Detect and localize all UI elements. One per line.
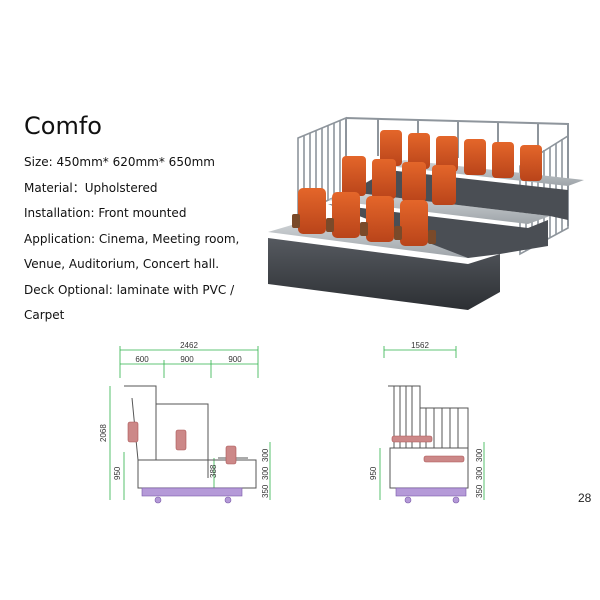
dim-lower-height: 950 — [113, 466, 122, 480]
front-mechanism — [395, 487, 467, 504]
spec-size: Size: 450mm* 620mm* 650mm — [24, 155, 215, 169]
dim-step-height: 388 — [209, 464, 218, 478]
dim-tier-2: 300 — [261, 466, 270, 480]
side-frame-outline — [124, 385, 257, 489]
dim-row1-width: 600 — [135, 355, 149, 364]
seat-row-upper — [380, 130, 542, 181]
front-frame-outline — [388, 385, 469, 489]
product-title: Comfo — [24, 112, 102, 140]
dim-total-height: 2068 — [99, 424, 108, 442]
dim-tier-3: 350 — [261, 484, 270, 498]
seat-row-lower — [298, 188, 428, 246]
spec-deck: Deck Optional: laminate with PVC / — [24, 282, 235, 297]
side-section-drawing: 2462 600 900 900 2068 950 388 300 300 35… — [99, 341, 271, 504]
spec-material: Material：Upholstered — [24, 180, 158, 195]
spec-application: Application: Cinema, Meeting room, — [24, 231, 240, 246]
spec-installation: Installation: Front mounted — [24, 206, 187, 220]
front-seat-silhouettes — [391, 435, 465, 463]
front-section-drawing: 1562 950 300 300 350 — [369, 341, 485, 504]
dim-tier-1: 300 — [261, 448, 270, 462]
armrests — [292, 214, 436, 244]
seating-product-image — [268, 116, 584, 310]
dim-total-width: 2462 — [180, 341, 198, 350]
page-number: 28 — [578, 491, 592, 505]
spec-list: Size: 450mm* 620mm* 650mm Material：Uphol… — [24, 150, 239, 329]
side-mechanism — [141, 487, 243, 504]
dim-row2-width: 900 — [180, 355, 194, 364]
dim-front-tier-3: 350 — [475, 484, 484, 498]
dim-front-tier-1: 300 — [475, 448, 484, 462]
spec-deck-cont: Carpet — [24, 308, 65, 322]
seat-row-middle — [342, 156, 456, 205]
dim-front-width: 1562 — [411, 341, 429, 350]
spec-application-cont: Venue, Auditorium, Concert hall. — [24, 257, 220, 271]
dim-row3-width: 900 — [228, 355, 242, 364]
base-lower — [268, 238, 500, 310]
dim-front-tier-2: 300 — [475, 466, 484, 480]
side-seat-silhouettes — [127, 421, 237, 465]
dim-front-lower-height: 950 — [369, 466, 378, 480]
